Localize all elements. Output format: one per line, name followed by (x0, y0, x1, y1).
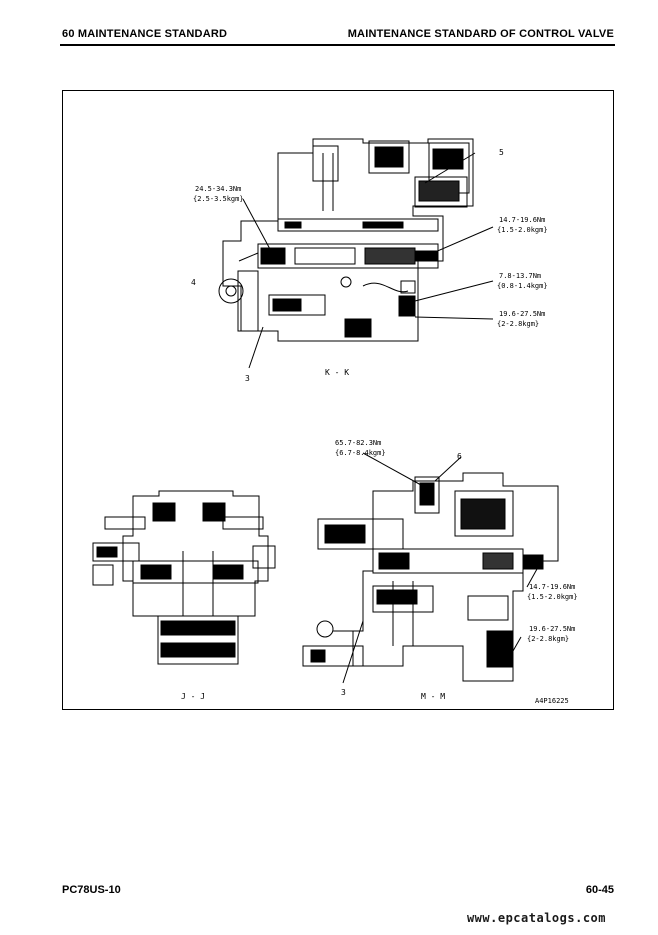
footer-page-number: 60-45 (585, 884, 614, 896)
kk-view-label: K - K (325, 368, 349, 377)
mm-callout-6: 6 (457, 452, 462, 461)
kk-callout-3: 3 (245, 374, 250, 383)
mm-torque-1-kgm: {6.7-8.4kgm} (335, 449, 386, 457)
kk-torque-3-kgm: {0.8-1.4kgm} (497, 282, 548, 290)
header-page-title: MAINTENANCE STANDARD OF CONTROL VALVE (347, 28, 614, 40)
mm-torque-3-kgm: {2-2.8kgm} (527, 635, 569, 643)
watermark-link[interactable]: www.epcatalogs.com (466, 911, 606, 925)
mm-view-label: M - M (421, 692, 445, 701)
header-rule (60, 44, 615, 46)
kk-torque-2-kgm: {1.5-2.0kgm} (497, 226, 548, 234)
kk-callout-5: 5 (499, 148, 504, 157)
header-section-title: 60 MAINTENANCE STANDARD (62, 28, 228, 40)
mm-callout-3: 3 (341, 688, 346, 697)
kk-torque-1-kgm: {2.5-3.5kgm} (193, 195, 244, 203)
kk-section-view (218, 138, 474, 342)
kk-torque-4-nm: 19.6-27.5Nm (499, 310, 545, 318)
kk-torque-3-nm: 7.8-13.7Nm (499, 272, 541, 280)
mm-section-view (302, 472, 559, 682)
mm-torque-2-nm: 14.7-19.6Nm (529, 583, 575, 591)
kk-torque-2-nm: 14.7-19.6Nm (499, 216, 545, 224)
control-valve-drawing: 24.5-34.3Nm {2.5-3.5kgm} 14.7-19.6Nm {1.… (92, 138, 578, 705)
kk-torque-4-kgm: {2-2.8kgm} (497, 320, 539, 328)
kk-torque-1-nm: 24.5-34.3Nm (195, 185, 241, 193)
footer-model: PC78US-10 (62, 884, 121, 896)
drawing-frame: 24.5-34.3Nm {2.5-3.5kgm} 14.7-19.6Nm {1.… (62, 90, 614, 710)
mm-torque-3-nm: 19.6-27.5Nm (529, 625, 575, 633)
jj-view-label: J - J (181, 692, 205, 701)
jj-section-view (92, 490, 276, 665)
kk-callout-4: 4 (191, 278, 196, 287)
drawing-code: A4P16225 (535, 697, 569, 705)
mm-torque-2-kgm: {1.5-2.0kgm} (527, 593, 578, 601)
mm-torque-1-nm: 65.7-82.3Nm (335, 439, 381, 447)
